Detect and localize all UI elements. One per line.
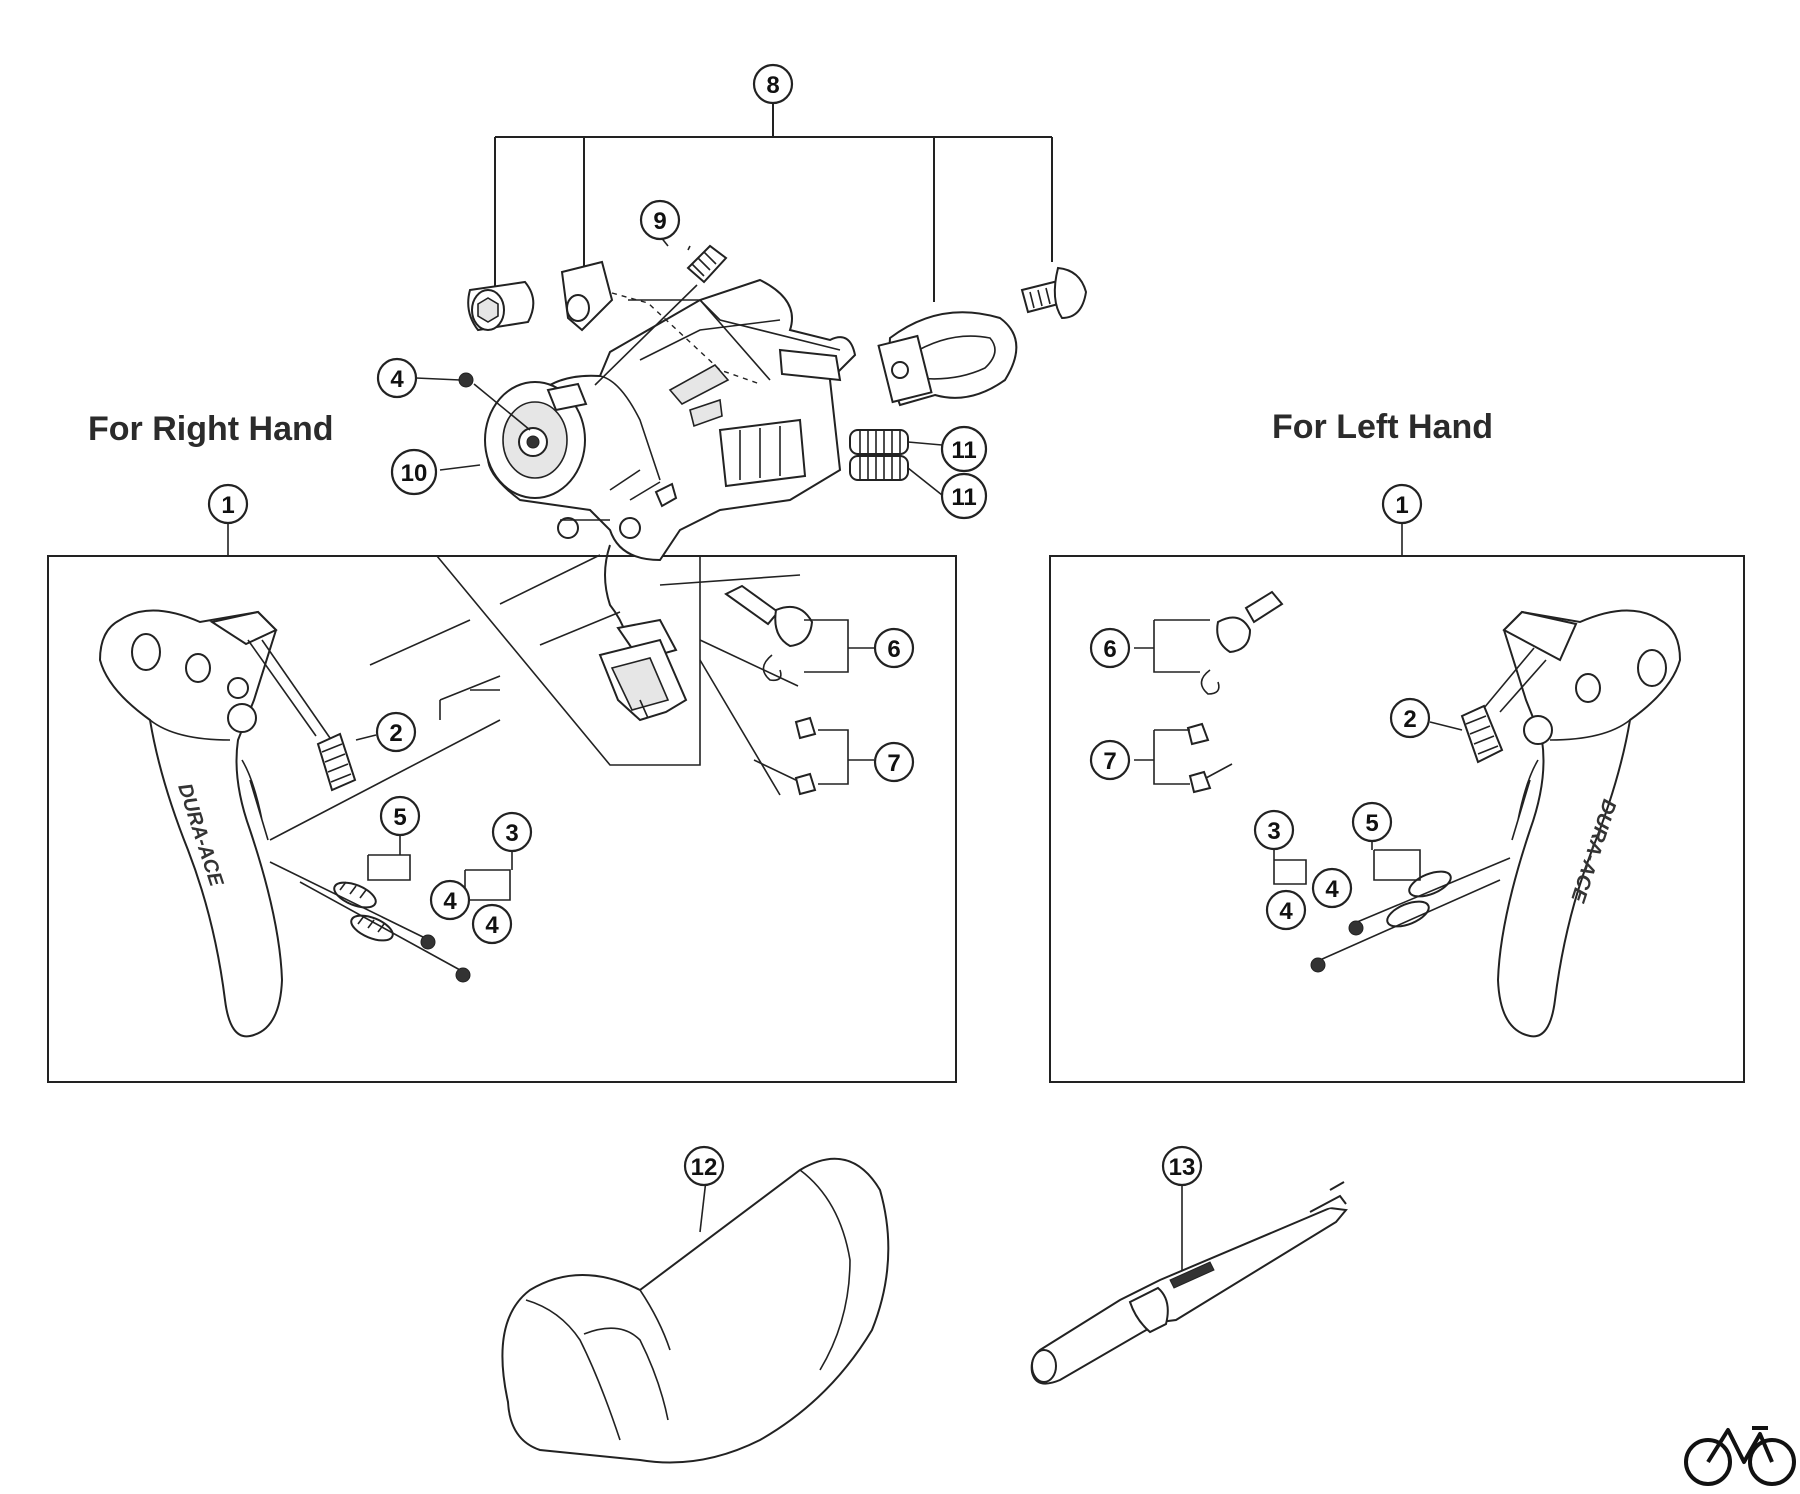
shifter-bracket-body xyxy=(487,278,857,562)
left-part-4-nuts xyxy=(1310,920,1364,973)
right-hand-lever-frame xyxy=(47,555,957,1083)
right-callout-brackets xyxy=(367,619,874,901)
callout-8: 8 xyxy=(752,63,794,105)
callout-2-left: 2 xyxy=(1389,697,1431,739)
part-9-screw xyxy=(594,244,728,386)
part-8-leader xyxy=(494,103,1053,302)
left-part-5-springs xyxy=(1319,857,1511,961)
right-part-2-spring xyxy=(247,639,357,792)
callout-4-top: 4 xyxy=(376,357,418,399)
right-part-7-screws xyxy=(753,716,817,796)
svg-text:7: 7 xyxy=(887,750,900,777)
svg-text:10: 10 xyxy=(401,460,428,487)
svg-text:4: 4 xyxy=(1279,898,1293,925)
svg-text:5: 5 xyxy=(393,804,406,831)
callout-4-left-lower: 4 xyxy=(1265,889,1307,931)
callout-6-left: 6 xyxy=(1089,627,1131,669)
callout-7-left: 7 xyxy=(1089,739,1131,781)
svg-text:3: 3 xyxy=(505,820,518,847)
svg-text:8: 8 xyxy=(766,72,779,99)
callout-5-right: 5 xyxy=(379,795,421,837)
svg-text:12: 12 xyxy=(691,1154,718,1181)
callout-11-lower: 11 xyxy=(940,472,988,520)
bracket-hood-dial xyxy=(484,381,588,499)
part-11-spring-upper xyxy=(849,429,943,455)
svg-text:1: 1 xyxy=(221,492,234,519)
left-part-2-spring xyxy=(1460,647,1547,764)
svg-text:1: 1 xyxy=(1395,492,1408,519)
svg-text:11: 11 xyxy=(951,437,976,464)
heading-right-hand: For Right Hand xyxy=(88,410,334,448)
svg-text:3: 3 xyxy=(1267,818,1280,845)
part-13-tool xyxy=(1030,1181,1348,1385)
svg-text:2: 2 xyxy=(389,720,402,747)
bicycle-icon xyxy=(1684,1426,1796,1486)
part-12-hood-cover xyxy=(501,1157,890,1464)
svg-text:4: 4 xyxy=(1325,876,1339,903)
svg-text:2: 2 xyxy=(1403,706,1416,733)
callout-1-right: 1 xyxy=(207,483,249,525)
part-4-screw-top xyxy=(458,372,531,431)
part-8-band-clamp xyxy=(877,311,1018,407)
right-part-4-nuts xyxy=(420,934,471,983)
left-part-7-screws xyxy=(1186,722,1233,794)
part-8-clamp-bolt xyxy=(1020,266,1088,320)
svg-text:5: 5 xyxy=(1365,810,1378,837)
right-brake-lever: DURA-ACE xyxy=(98,609,284,1038)
callout-4-right-lower: 4 xyxy=(471,903,513,945)
left-part-6-pin xyxy=(1200,590,1284,695)
svg-text:4: 4 xyxy=(485,912,499,939)
part-11-spring-lower xyxy=(849,455,943,496)
callout-1-left: 1 xyxy=(1381,483,1423,525)
left-hand-lever-frame xyxy=(1049,555,1745,1083)
callout-3-left: 3 xyxy=(1253,809,1295,851)
svg-text:11: 11 xyxy=(951,484,976,511)
callout-11-upper: 11 xyxy=(940,425,988,473)
callout-2-right: 2 xyxy=(375,711,417,753)
callout-4-right-upper: 4 xyxy=(429,879,471,921)
callout-5-left: 5 xyxy=(1351,801,1393,843)
part-8-washer xyxy=(560,260,614,332)
svg-text:7: 7 xyxy=(1103,748,1116,775)
callout-4-left-upper: 4 xyxy=(1311,867,1353,909)
callout-6-right: 6 xyxy=(873,627,915,669)
callout-13: 13 xyxy=(1161,1145,1203,1187)
svg-text:6: 6 xyxy=(887,636,900,663)
callout-10: 10 xyxy=(390,448,438,496)
right-part-6-pin xyxy=(724,584,814,682)
svg-text:6: 6 xyxy=(1103,636,1116,663)
left-brake-lever: DURA-ACE xyxy=(1496,609,1682,1038)
callout-9: 9 xyxy=(639,199,681,241)
part-8-clamp-nut xyxy=(467,280,535,332)
heading-left-hand: For Left Hand xyxy=(1272,408,1493,446)
bracket-to-right-lever-guides xyxy=(269,554,801,841)
callout-7-right: 7 xyxy=(873,741,915,783)
bracket-cable xyxy=(598,544,688,722)
right-part-5-springs xyxy=(269,861,461,971)
svg-text:4: 4 xyxy=(443,888,457,915)
svg-text:4: 4 xyxy=(390,366,404,393)
callout-12: 12 xyxy=(683,1145,725,1187)
svg-text:9: 9 xyxy=(653,208,666,235)
callout-3-right: 3 xyxy=(491,811,533,853)
svg-text:13: 13 xyxy=(1169,1154,1196,1181)
